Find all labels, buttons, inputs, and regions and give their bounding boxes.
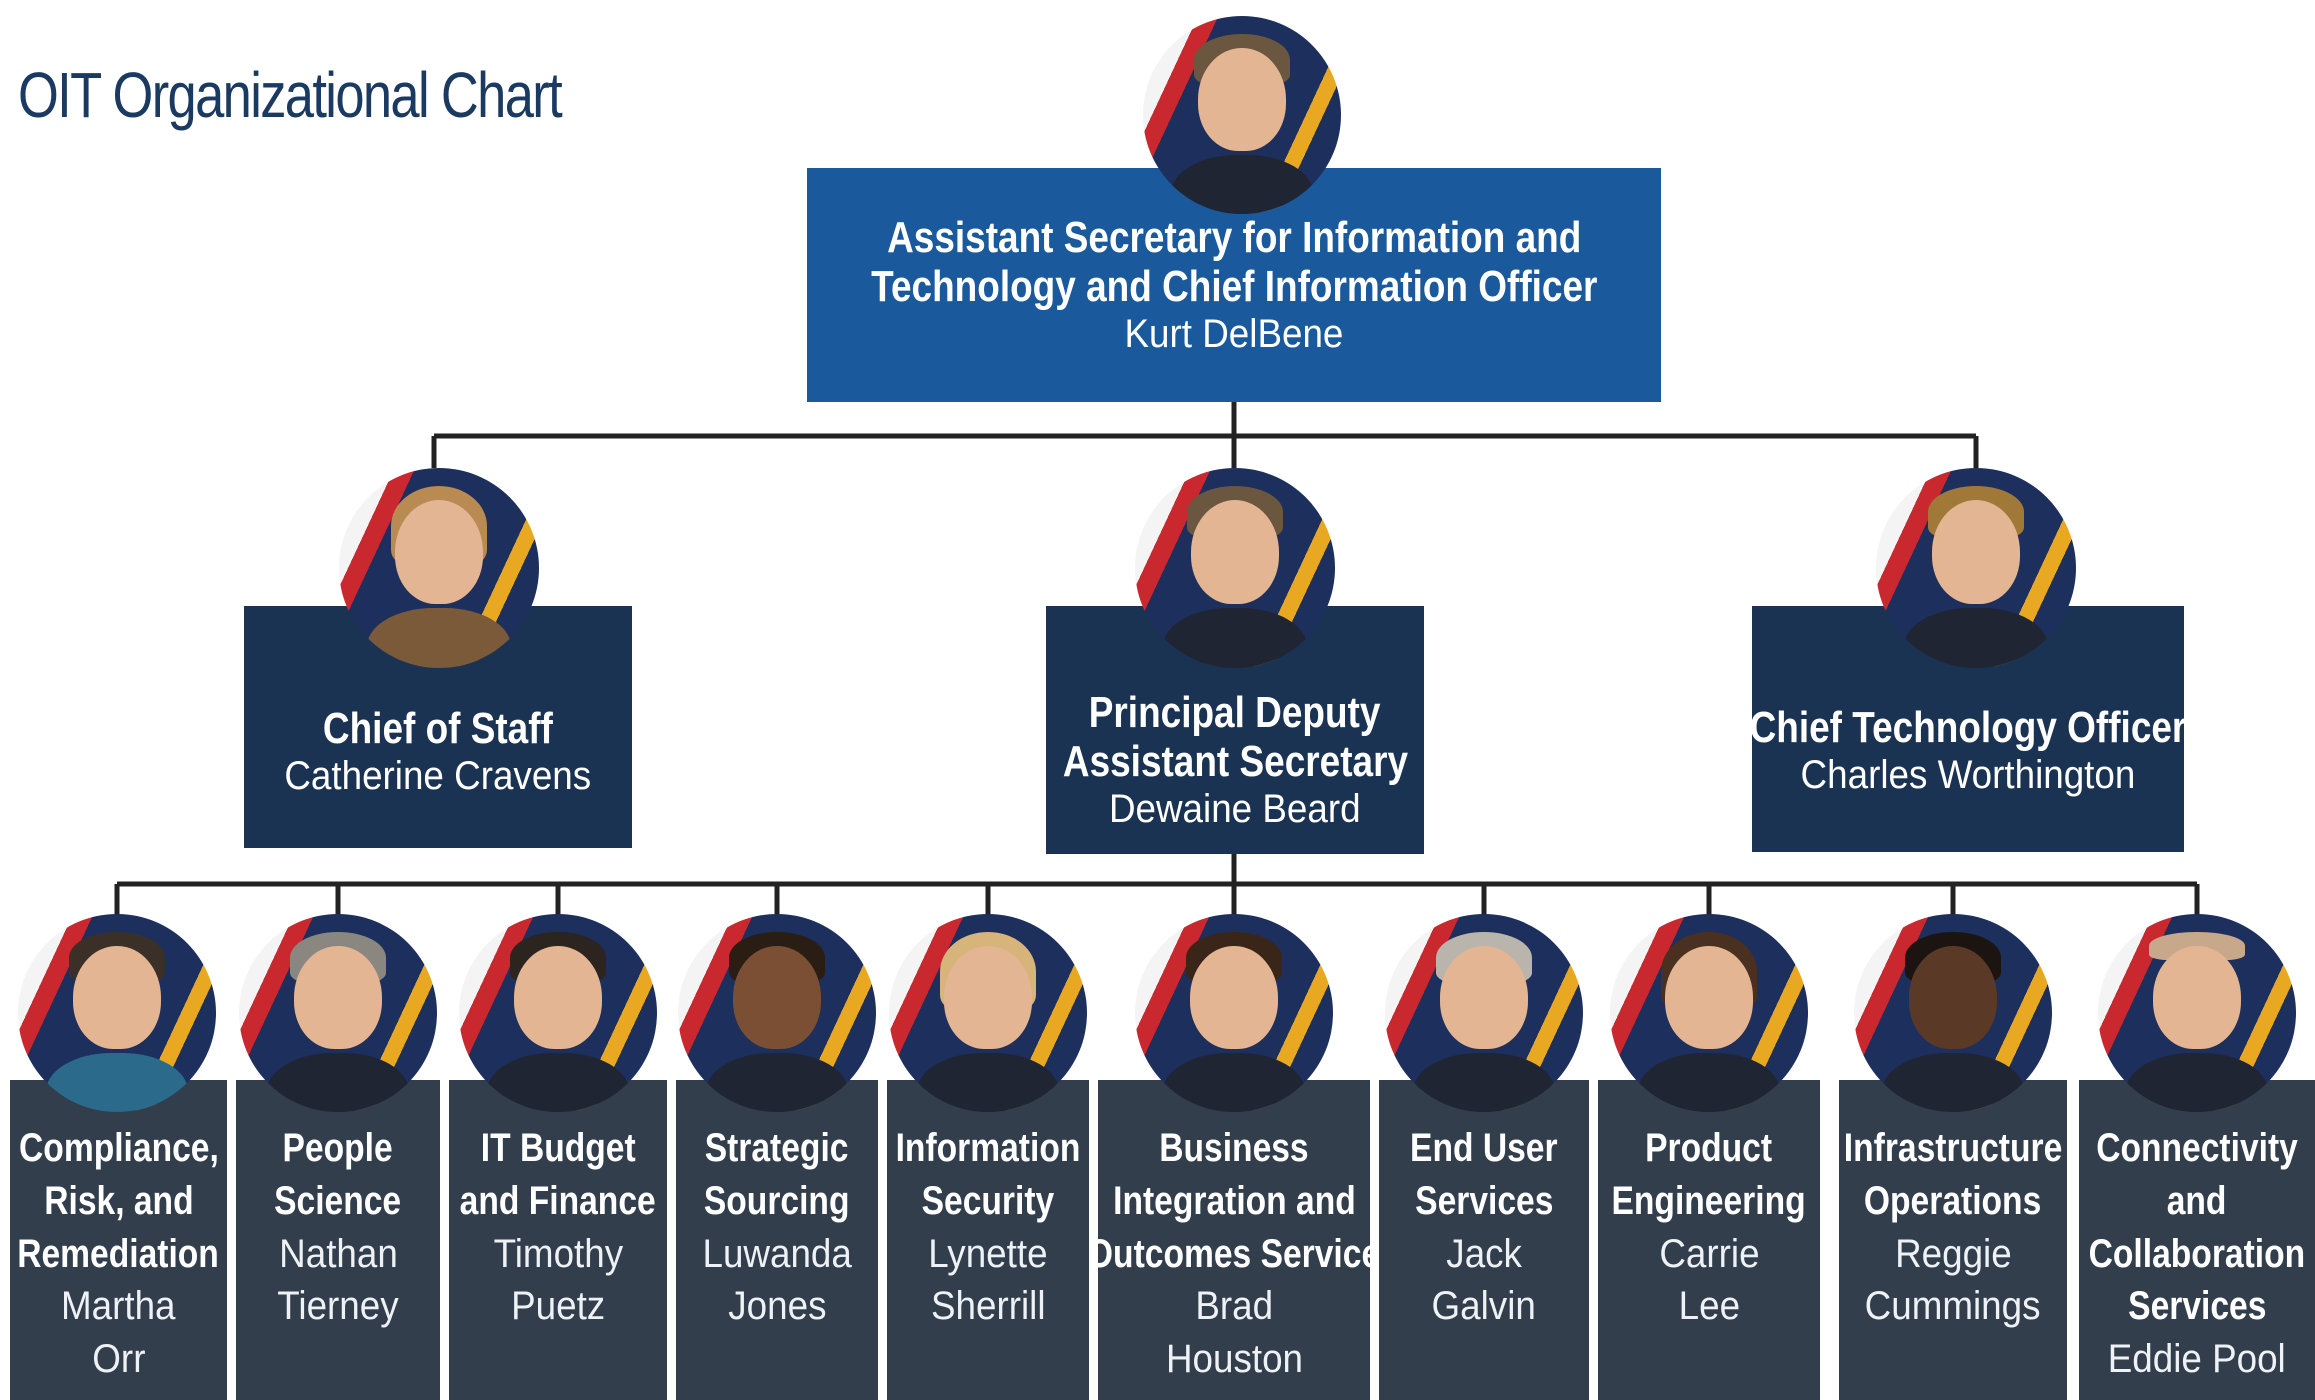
org-unit-role: Science (274, 1178, 402, 1223)
org-unit-box-2: People Science Nathan Tierney (236, 1080, 440, 1400)
org-unit-photo-10 (2098, 914, 2296, 1112)
org-unit-name: Lee (1678, 1284, 1740, 1329)
org-unit-box-6: Business Integration and Outcomes Servic… (1098, 1080, 1370, 1400)
org-unit-box-8: Product Engineering Carrie Lee (1598, 1080, 1820, 1400)
org-unit-role: Operations (1864, 1178, 2042, 1223)
org-unit-role: Outcomes Service (1098, 1231, 1370, 1276)
org-unit-box-1: Compliance, Risk, and Remediation Martha… (10, 1080, 227, 1400)
org-unit-name: Cummings (1865, 1284, 2041, 1329)
org-unit-photo-8 (1610, 914, 1808, 1112)
org-unit-photo-6 (1135, 914, 1333, 1112)
chief-of-staff-name: Catherine Cravens (284, 754, 592, 799)
org-unit-photo-3 (459, 914, 657, 1112)
org-unit-role: Strategic (705, 1126, 849, 1170)
org-unit-role: Security (921, 1178, 1055, 1223)
org-unit-name: Jack (1446, 1231, 1522, 1276)
org-unit-role: Engineering (1611, 1178, 1807, 1223)
org-unit-name: Eddie Pool (2107, 1337, 2286, 1382)
org-unit-role: Risk, and (43, 1178, 194, 1223)
org-unit-role: Sourcing (704, 1178, 850, 1223)
principal-deputy-photo (1135, 468, 1335, 668)
org-unit-photo-7 (1385, 914, 1583, 1112)
cio-name: Kurt DelBene (1124, 312, 1344, 357)
principal-deputy-name: Dewaine Beard (1109, 787, 1361, 832)
cio-role-line-1: Assistant Secretary for Information and (886, 212, 1582, 262)
org-unit-role: Compliance, (18, 1126, 219, 1170)
org-unit-name: Reggie (1894, 1231, 2012, 1276)
org-unit-role: Business (1159, 1126, 1309, 1170)
principal-deputy-role-line-2: Assistant Secretary (1062, 736, 1408, 786)
org-unit-box-9: Infrastructure Operations Reggie Cumming… (1839, 1080, 2067, 1400)
org-unit-name: Houston (1165, 1337, 1303, 1382)
org-unit-box-5: Information Security Lynette Sherrill (887, 1080, 1089, 1400)
org-unit-name: Timothy (493, 1231, 623, 1276)
org-unit-name: Luwanda (702, 1231, 852, 1276)
org-unit-role: Collaboration (2088, 1231, 2306, 1276)
org-unit-role: Services (1414, 1178, 1554, 1223)
org-unit-name: Martha (61, 1284, 176, 1329)
cio-role-line-2: Technology and Chief Information Officer (870, 261, 1598, 311)
principal-deputy-role-line-1: Principal Deputy (1089, 687, 1381, 737)
org-unit-box-10: Connectivity and Collaboration Services … (2079, 1080, 2315, 1400)
org-unit-role: Product (1645, 1126, 1773, 1170)
org-unit-role: Infrastructure (1843, 1126, 2063, 1170)
org-unit-name: Tierney (277, 1284, 399, 1329)
org-unit-role: End User (1410, 1126, 1558, 1170)
org-unit-role: Information (895, 1126, 1081, 1170)
org-unit-name: Lynette (928, 1231, 1048, 1276)
org-unit-role: Services (2127, 1284, 2267, 1329)
org-unit-name: Orr (91, 1337, 146, 1382)
org-unit-role: Connectivity (2096, 1126, 2298, 1170)
org-unit-photo-4 (678, 914, 876, 1112)
org-unit-name: Jones (727, 1284, 827, 1329)
cto-name: Charles Worthington (1800, 753, 2136, 798)
org-unit-role: Remediation (17, 1231, 220, 1276)
cio-photo (1143, 16, 1341, 214)
org-unit-box-3: IT Budget and Finance Timothy Puetz (449, 1080, 667, 1400)
org-unit-role: and Finance (459, 1178, 657, 1223)
org-unit-name: Nathan (278, 1231, 398, 1276)
org-unit-name: Sherrill (930, 1284, 1046, 1329)
org-unit-photo-1 (18, 914, 216, 1112)
org-unit-name: Carrie (1658, 1231, 1760, 1276)
org-unit-box-7: End User Services Jack Galvin (1379, 1080, 1589, 1400)
cto-photo (1876, 468, 2076, 668)
cto-role: Chief Technology Officer (1752, 703, 2184, 753)
org-unit-role: and (2167, 1178, 2227, 1223)
org-unit-role: Integration and (1112, 1178, 1356, 1223)
org-unit-name: Puetz (510, 1284, 606, 1329)
org-unit-photo-5 (889, 914, 1087, 1112)
chief-of-staff-role: Chief of Staff (323, 704, 553, 754)
org-unit-name: Brad (1195, 1284, 1273, 1329)
org-unit-name: Galvin (1431, 1284, 1537, 1329)
org-unit-role: People (282, 1126, 394, 1170)
page-title: OIT Organizational Chart (18, 59, 563, 131)
org-unit-role: IT Budget (480, 1126, 636, 1170)
chief-of-staff-photo (339, 468, 539, 668)
org-unit-box-4: Strategic Sourcing Luwanda Jones (676, 1080, 878, 1400)
org-unit-photo-9 (1854, 914, 2052, 1112)
org-unit-photo-2 (239, 914, 437, 1112)
